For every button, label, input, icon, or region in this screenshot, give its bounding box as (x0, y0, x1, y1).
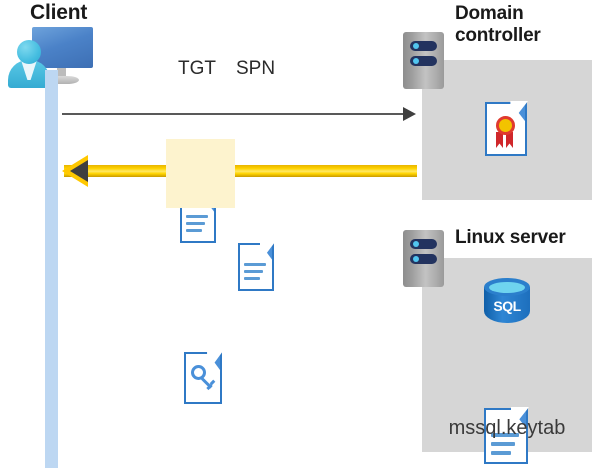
client-lifeline (45, 70, 58, 468)
server-led-slot-1 (410, 239, 437, 249)
domain-controller-title: Domain controller (455, 3, 541, 47)
linux-server-title: Linux server (455, 227, 566, 248)
user-at-monitor-icon (8, 27, 94, 88)
server-rack-icon-domain-controller (403, 32, 444, 89)
person-head (17, 40, 41, 64)
client-title: Client (30, 1, 88, 24)
service-ticket-highlight (166, 139, 235, 208)
key-glyph (191, 365, 216, 391)
request-arrow-head (403, 107, 416, 121)
keytab-file-label: mssql.keytab (448, 417, 566, 439)
certificate-ribbon-left (496, 132, 503, 148)
response-arrow-head (70, 160, 88, 182)
server-rack-icon-linux-server (403, 230, 444, 287)
keytab-document-icon (484, 407, 529, 464)
key-document-icon (184, 351, 223, 404)
monitor-base (45, 76, 79, 84)
sql-database-icon: SQL (484, 278, 530, 330)
server-led-slot-1 (410, 41, 437, 51)
certificate-ribbon-right (506, 132, 513, 148)
monitor-neck (57, 68, 66, 77)
spn-document-icon (238, 242, 275, 291)
response-arrow-line (64, 165, 417, 177)
monitor-screen (32, 27, 93, 68)
sql-database-label: SQL (493, 298, 521, 314)
certificate-rosette (496, 116, 515, 135)
tgt-label: TGT (178, 58, 216, 79)
certificate-document-icon (485, 101, 528, 156)
spn-label: SPN (236, 58, 276, 79)
server-led-slot-2 (410, 56, 437, 66)
server-led-slot-2 (410, 254, 437, 264)
request-arrow-line (62, 113, 407, 115)
